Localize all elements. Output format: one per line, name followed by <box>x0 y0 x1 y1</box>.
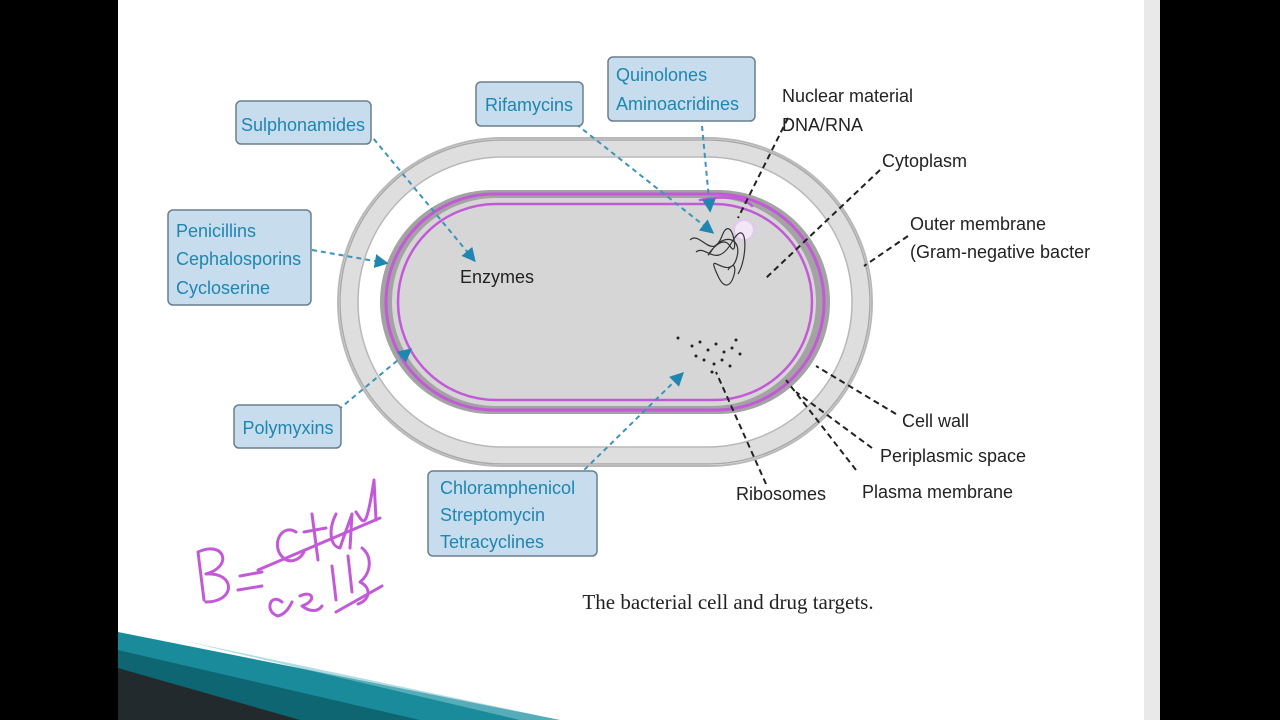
label-dna-rna: DNA/RNA <box>782 115 863 135</box>
label-ribosomes: Ribosomes <box>736 484 826 504</box>
structure-labels: Enzymes Nuclear material DNA/RNA Cytopla… <box>460 86 1090 504</box>
drug-box-quinolones: Quinolones Aminoacridines <box>607 56 756 122</box>
figure-caption: The bacterial cell and drug targets. <box>582 590 873 614</box>
label-nuclear-material: Nuclear material <box>782 86 913 106</box>
svg-text:Tetracyclines: Tetracyclines <box>440 532 544 552</box>
svg-text:Rifamycins: Rifamycins <box>485 95 573 115</box>
cytoplasm-shape <box>392 198 816 406</box>
label-gram-negative: (Gram-negative bacter <box>910 242 1090 262</box>
svg-text:Cycloserine: Cycloserine <box>176 278 270 298</box>
svg-text:Polymyxins: Polymyxins <box>242 418 333 438</box>
label-periplasmic-space: Periplasmic space <box>880 446 1026 466</box>
label-outer-membrane: Outer membrane <box>910 214 1046 234</box>
drug-box-chloramphenicol: Chloramphenicol Streptomycin Tetracyclin… <box>427 470 598 557</box>
membrane-annotation-trace <box>384 192 826 412</box>
label-cell-wall: Cell wall <box>902 411 969 431</box>
nuclear-material-dna <box>689 227 746 286</box>
svg-text:Sulphonamides: Sulphonamides <box>241 115 365 135</box>
structure-leader-lines <box>715 117 909 485</box>
drug-box-penicillins: Penicillins Cephalosporins Cycloserine <box>167 209 312 306</box>
footer-decoration <box>118 632 560 720</box>
label-enzymes: Enzymes <box>460 267 534 287</box>
svg-text:Chloramphenicol: Chloramphenicol <box>440 478 575 498</box>
svg-text:Penicillins: Penicillins <box>176 221 256 241</box>
slide: Sulphonamides Rifamycins Quinolones Amin… <box>118 0 1160 720</box>
svg-text:Cephalosporins: Cephalosporins <box>176 249 301 269</box>
svg-text:Streptomycin: Streptomycin <box>440 505 545 525</box>
slide-edge <box>1144 0 1160 720</box>
label-cytoplasm: Cytoplasm <box>882 151 967 171</box>
bacterial-cell-diagram: Sulphonamides Rifamycins Quinolones Amin… <box>118 56 1090 720</box>
label-plasma-membrane: Plasma membrane <box>862 482 1013 502</box>
drug-box-sulphonamides: Sulphonamides <box>235 100 372 145</box>
svg-text:Quinolones: Quinolones <box>616 65 707 85</box>
svg-text:Aminoacridines: Aminoacridines <box>616 94 739 114</box>
drug-box-rifamycins: Rifamycins <box>475 81 584 127</box>
handwritten-annotation <box>196 478 384 618</box>
bacterial-cell <box>337 137 873 467</box>
drug-target-arrows <box>311 123 716 477</box>
drug-box-polymyxins: Polymyxins <box>233 404 342 449</box>
ribosomes-dots <box>676 336 742 374</box>
